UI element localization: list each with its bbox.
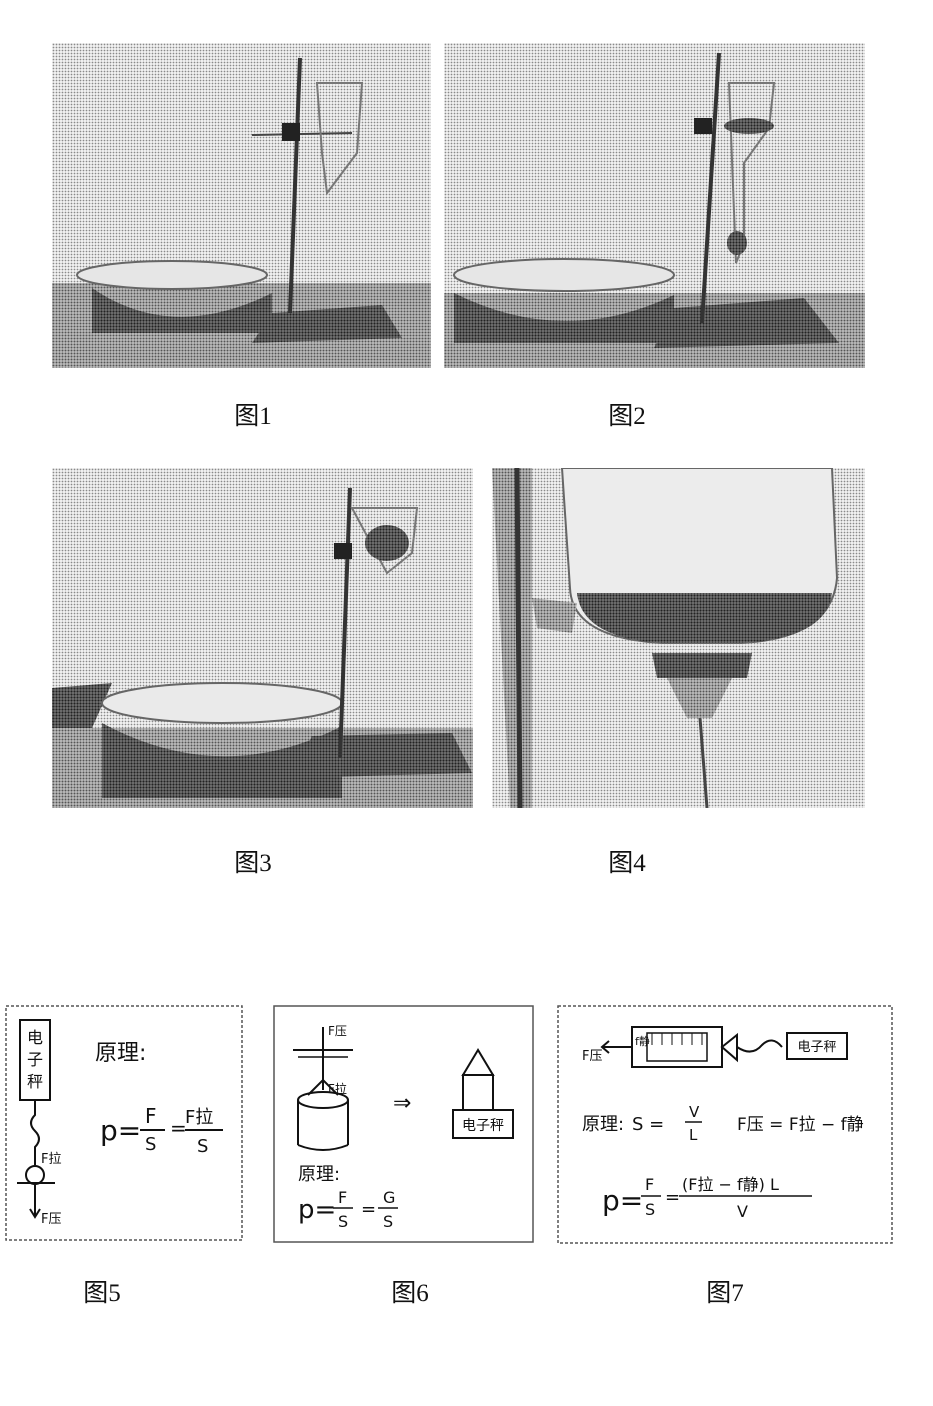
caption-figure-3: 图3 bbox=[234, 850, 272, 877]
formula-f: F bbox=[145, 1104, 157, 1128]
caption-figure-7: 图7 bbox=[706, 1280, 744, 1307]
fig7-v: V bbox=[689, 1103, 700, 1121]
fig7-f-static: f静 bbox=[635, 1034, 650, 1048]
scale-label-char-3: 秤 bbox=[27, 1072, 43, 1091]
f-pull-label: F拉 bbox=[41, 1152, 61, 1167]
svg-text:=: = bbox=[361, 1199, 376, 1220]
photo-figure-3 bbox=[52, 468, 473, 808]
f-press-label: F压 bbox=[41, 1212, 61, 1227]
fig7-press-eq: F压 = F拉 − f静 bbox=[737, 1115, 864, 1135]
fig7-formula-s: S bbox=[645, 1200, 655, 1219]
caption-figure-6: 图6 bbox=[391, 1280, 429, 1307]
photo-figure-4 bbox=[492, 468, 865, 808]
fig6-formula-g: G bbox=[383, 1188, 395, 1207]
fig7-s-eq: S = bbox=[632, 1114, 664, 1135]
fig7-formula-num: (F拉 − f静) L bbox=[682, 1175, 779, 1194]
sketch-figure-6: F压 F拉 ⇒ 电子秤 原理: p= F S = G S bbox=[273, 1005, 534, 1243]
fig6-formula-f: F bbox=[338, 1188, 347, 1207]
fig6-formula-s: S bbox=[338, 1212, 348, 1231]
fig7-formula-p: p= bbox=[602, 1184, 643, 1217]
sketch-figure-5: 电 子 秤 F拉 F压 原理: p= F S = F拉 S bbox=[5, 1005, 243, 1241]
caption-figure-1: 图1 bbox=[234, 403, 272, 430]
svg-text:=: = bbox=[170, 1116, 187, 1140]
fig6-arrow: ⇒ bbox=[393, 1091, 411, 1116]
sketch-figure-7: F压 f静 电子秤 原理: S = V L F压 = F拉 − f静 p= F … bbox=[557, 1005, 893, 1244]
caption-figure-5: 图5 bbox=[83, 1280, 121, 1307]
fig6-principle: 原理: bbox=[298, 1164, 340, 1185]
formula-fpull: F拉 bbox=[185, 1107, 213, 1128]
fig7-l: L bbox=[689, 1126, 698, 1144]
photo-figure-1 bbox=[52, 43, 431, 368]
scale-label-char-1: 电 bbox=[27, 1028, 43, 1047]
fig6-f-press: F压 bbox=[328, 1024, 347, 1038]
fig7-formula-den: V bbox=[737, 1202, 748, 1221]
formula-p: p= bbox=[100, 1114, 141, 1147]
fig7-principle: 原理: bbox=[582, 1114, 624, 1135]
fig6-scale: 电子秤 bbox=[462, 1118, 504, 1134]
fig7-scale: 电子秤 bbox=[797, 1040, 836, 1055]
svg-text:S: S bbox=[383, 1212, 393, 1231]
svg-text:=: = bbox=[665, 1187, 680, 1208]
fig6-formula-p: p= bbox=[298, 1195, 336, 1225]
principle-label: 原理: bbox=[95, 1041, 146, 1066]
caption-figure-4: 图4 bbox=[608, 850, 646, 877]
formula-s: S bbox=[145, 1134, 156, 1155]
photo-figure-2 bbox=[444, 43, 865, 368]
fig7-f-press: F压 bbox=[582, 1049, 602, 1064]
svg-text:S: S bbox=[197, 1136, 208, 1157]
fig7-formula-f: F bbox=[645, 1175, 654, 1194]
caption-figure-2: 图2 bbox=[608, 403, 646, 430]
scale-label-char-2: 子 bbox=[27, 1050, 43, 1069]
